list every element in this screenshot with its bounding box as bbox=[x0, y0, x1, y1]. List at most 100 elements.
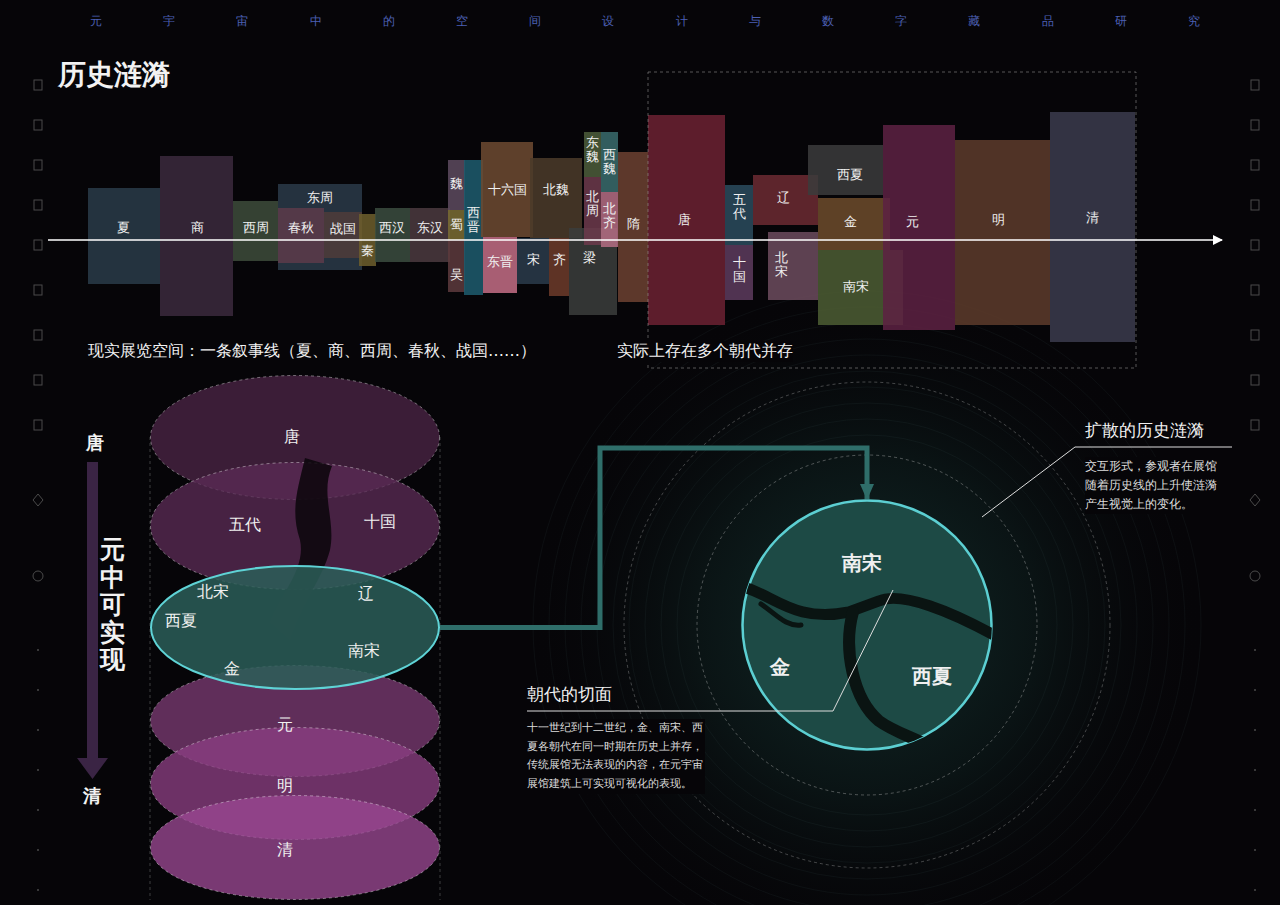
layer-name: 西夏 bbox=[165, 611, 197, 632]
text-holder: 金 bbox=[224, 659, 240, 680]
text-holder: 现实展览空间：一条叙事线（夏、商、西周、春秋、战国……） bbox=[88, 341, 536, 362]
dynasty-name: 西魏 bbox=[603, 148, 616, 176]
side-glyph bbox=[34, 160, 42, 170]
dynasty-name: 唐 bbox=[678, 212, 691, 229]
text-holder: 东汉 bbox=[417, 220, 443, 237]
side-dot bbox=[1254, 769, 1256, 771]
callout-body: 交互形式，参观者在展馆随着历史线的上升使涟漪产生视觉上的变化。 bbox=[1085, 457, 1227, 514]
dynasty-name: 东周 bbox=[307, 190, 333, 207]
dynasty-box: 北魏 bbox=[530, 158, 582, 238]
dynasty-name: 西晋 bbox=[467, 206, 480, 234]
ripple-ring bbox=[549, 307, 1185, 905]
text-holder: 商 bbox=[191, 220, 204, 237]
side-dot bbox=[37, 769, 39, 771]
group-frame bbox=[648, 72, 1136, 368]
layer-name: 南宋 bbox=[842, 550, 882, 577]
text-holder: 南宋 bbox=[842, 550, 882, 577]
side-glyph bbox=[34, 330, 42, 340]
dynasty-name: 北周 bbox=[586, 190, 599, 218]
callout-body: 十一世纪到十二世纪，金、南宋、西夏各朝代在同一时期在历史上并存，传统展馆无法表现… bbox=[527, 719, 705, 794]
crack bbox=[761, 604, 801, 625]
text-holder: 北齐 bbox=[603, 202, 616, 230]
leader-line bbox=[982, 447, 1075, 517]
dynasty-box: 蜀 bbox=[448, 210, 465, 240]
text-holder: 蜀 bbox=[450, 217, 463, 234]
side-glyph bbox=[1251, 240, 1259, 250]
dynasty-name: 南宋 bbox=[843, 279, 869, 296]
text-holder: 南宋 bbox=[843, 279, 869, 296]
text-holder: 西夏 bbox=[912, 663, 952, 690]
text-holder: 南宋 bbox=[348, 641, 380, 662]
dynasty-box: 五代 bbox=[725, 185, 753, 245]
side-glyph bbox=[34, 375, 42, 385]
dynasty-name: 清 bbox=[1086, 210, 1099, 227]
dynasty-name: 魏 bbox=[450, 176, 463, 193]
text-holder: 北魏 bbox=[543, 182, 569, 199]
dynasty-name: 十国 bbox=[733, 256, 746, 284]
dynasty-box: 商 bbox=[160, 156, 233, 316]
text-holder: 金 bbox=[770, 654, 790, 681]
side-glyph bbox=[1251, 200, 1259, 210]
text-holder: 北宋 bbox=[197, 582, 229, 603]
dynasty-name: 秦 bbox=[361, 243, 374, 260]
text-holder: 夏 bbox=[117, 220, 130, 237]
text-holder: 魏 bbox=[450, 176, 463, 193]
text-holder: 唐 bbox=[86, 431, 104, 455]
dynasty-name: 东汉 bbox=[417, 220, 443, 237]
text-holder: 北周 bbox=[586, 190, 599, 218]
dynasty-name: 西夏 bbox=[837, 167, 863, 184]
dynasty-box: 东周春秋战国 bbox=[278, 184, 362, 270]
side-glyph bbox=[1251, 375, 1259, 385]
dynasty-name: 隋 bbox=[627, 216, 640, 233]
side-dot bbox=[1254, 849, 1256, 851]
dynasty-box: 齐 bbox=[549, 238, 569, 296]
layer-name: 西夏 bbox=[912, 663, 952, 690]
dynasty-box: 明 bbox=[955, 140, 1050, 325]
dynasty-box: 魏 bbox=[448, 160, 465, 210]
text-holder: 战国 bbox=[330, 221, 356, 238]
text-holder: 清 bbox=[277, 840, 293, 861]
side-dot bbox=[1254, 809, 1256, 811]
text-holder: 元宇宙中的空间设计与数字藏品研究 bbox=[90, 13, 1200, 30]
text-holder: 十六国 bbox=[488, 182, 527, 199]
dynasty-name: 北魏 bbox=[543, 182, 569, 199]
text-holder: 十国 bbox=[733, 256, 746, 284]
highlight-ellipse bbox=[151, 566, 439, 689]
text-holder: 春秋 bbox=[288, 220, 314, 237]
text-holder: 明 bbox=[992, 212, 1005, 229]
side-diamond bbox=[1250, 494, 1260, 506]
dynasty-box: 西周 bbox=[233, 201, 278, 261]
layer-name: 唐 bbox=[284, 427, 300, 448]
layer-name: 五代 bbox=[229, 515, 261, 536]
dynasty-name: 战国 bbox=[330, 221, 356, 238]
text-holder: 元 bbox=[277, 715, 293, 736]
dynasty-name: 元 bbox=[906, 214, 919, 231]
side-glyph bbox=[1251, 160, 1259, 170]
down-arrow-head bbox=[77, 758, 108, 779]
side-glyph bbox=[34, 200, 42, 210]
layer-name: 元 bbox=[277, 715, 293, 736]
text-holder: 交互形式，参观者在展馆随着历史线的上升使涟漪产生视觉上的变化。 bbox=[1085, 457, 1227, 514]
side-dot bbox=[37, 849, 39, 851]
side-dot bbox=[37, 649, 39, 651]
underline bbox=[1075, 447, 1232, 448]
side-dot bbox=[1254, 689, 1256, 691]
axis-end: 清 bbox=[83, 784, 101, 808]
layer-name: 金 bbox=[770, 654, 790, 681]
text-holder: 元中可实现 bbox=[100, 536, 125, 674]
callout-title: 朝代的切面 bbox=[527, 683, 612, 706]
side-circle bbox=[33, 571, 43, 581]
dynasty-box: 元 bbox=[883, 125, 955, 330]
crack bbox=[736, 585, 1001, 639]
ripple-ring bbox=[597, 355, 1137, 895]
text-holder: 明 bbox=[277, 776, 293, 797]
dynasty-box: 西汉 bbox=[375, 208, 410, 262]
dynasty-box: 战国 bbox=[324, 212, 362, 258]
dynasty-name: 东魏 bbox=[586, 136, 599, 164]
leader-line bbox=[833, 590, 893, 711]
dynasty-layer: 北宋辽西夏金南宋 bbox=[150, 565, 440, 690]
dashed-ring bbox=[697, 455, 1037, 795]
header-text: 元宇宙中的空间设计与数字藏品研究 bbox=[90, 13, 1200, 30]
dynasty-name: 五代 bbox=[733, 193, 746, 221]
